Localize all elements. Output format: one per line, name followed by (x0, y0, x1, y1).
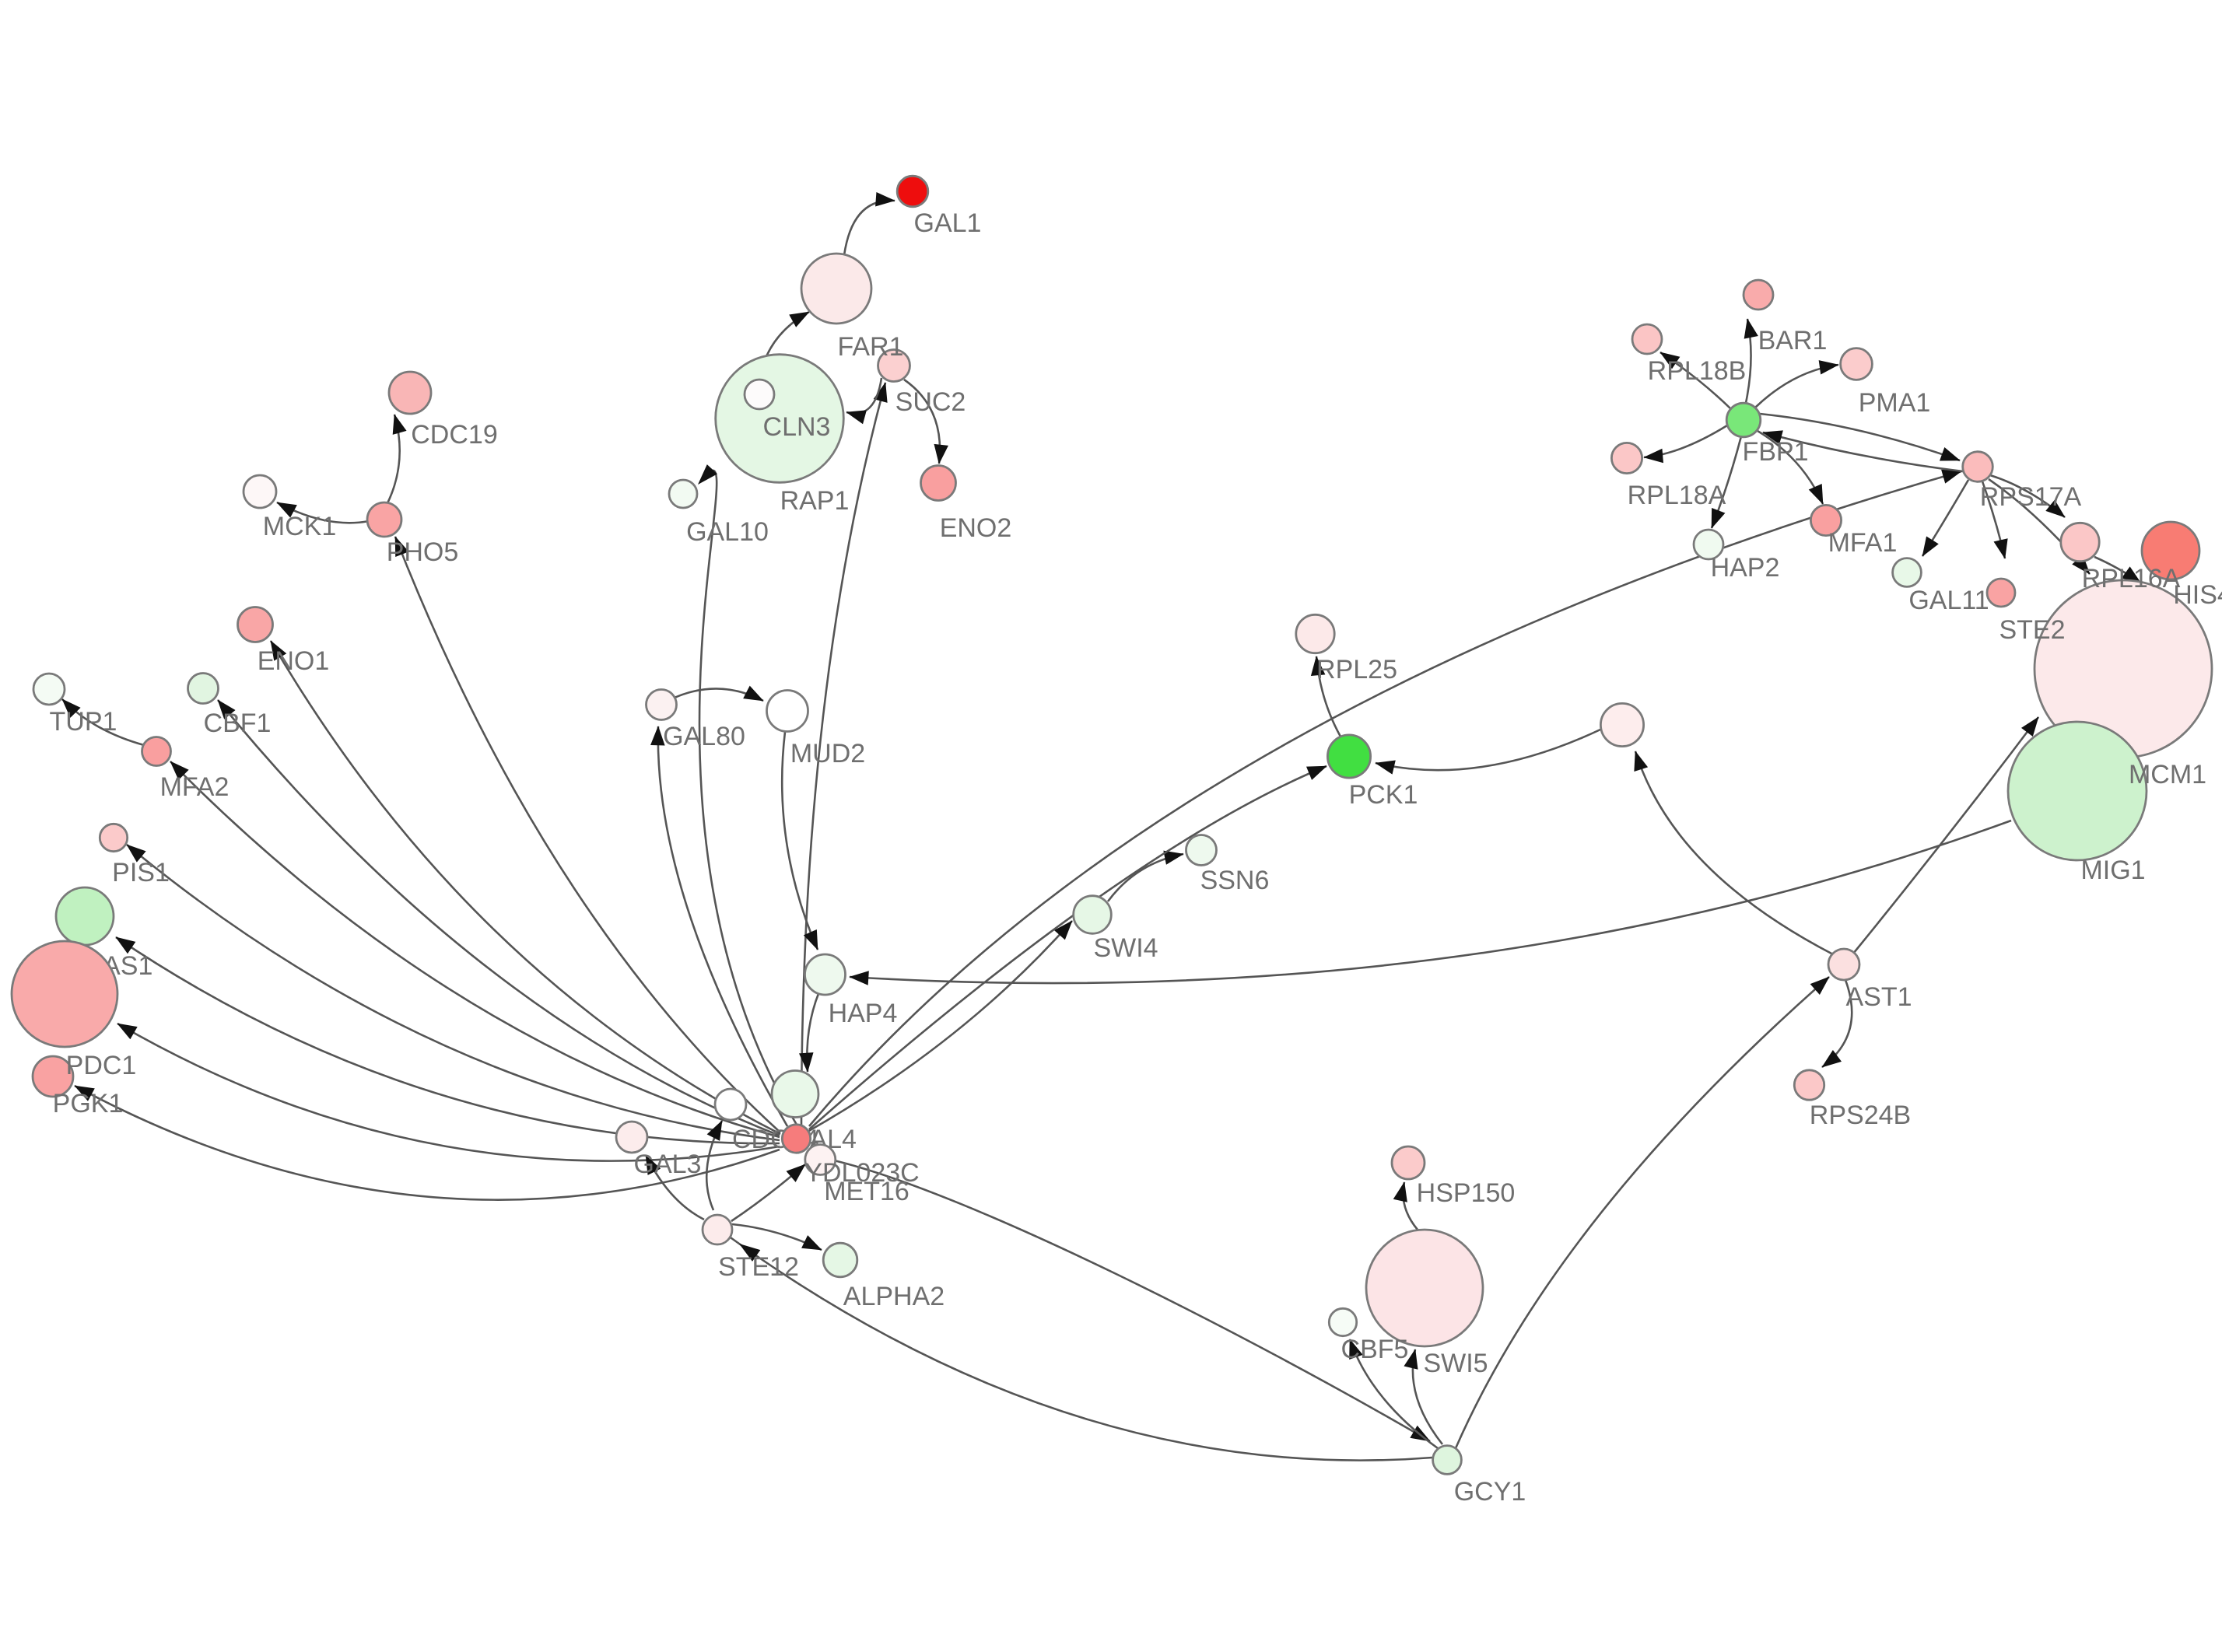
svg-text:GAL1: GAL1 (914, 208, 982, 238)
svg-text:RPL18B: RPL18B (1648, 356, 1747, 386)
svg-text:RPL25: RPL25 (1316, 655, 1397, 684)
svg-text:GAL10: GAL10 (686, 517, 769, 547)
svg-text:BAR1: BAR1 (1758, 326, 1828, 355)
svg-text:MCM1: MCM1 (2129, 760, 2206, 789)
svg-text:GAL11: GAL11 (1908, 586, 1989, 615)
svg-text:MCK1: MCK1 (263, 512, 336, 541)
svg-text:ENO2: ENO2 (940, 513, 1012, 543)
svg-text:PDC1: PDC1 (66, 1051, 137, 1080)
svg-text:PCK1: PCK1 (1349, 780, 1418, 810)
svg-text:YDL023C: YDL023C (804, 1158, 919, 1188)
svg-text:PMA1: PMA1 (1859, 388, 1931, 418)
svg-text:MFA1: MFA1 (1828, 528, 1898, 558)
svg-text:HAP2: HAP2 (1711, 553, 1780, 583)
svg-text:SWI4: SWI4 (1093, 933, 1158, 963)
svg-text:MUD2: MUD2 (790, 739, 865, 768)
svg-text:HIS4: HIS4 (2173, 580, 2222, 610)
svg-text:HSP150: HSP150 (1417, 1178, 1516, 1208)
svg-text:RPS24B: RPS24B (1810, 1101, 1911, 1130)
svg-text:GAL3: GAL3 (634, 1150, 702, 1179)
svg-text:FAR1: FAR1 (837, 332, 903, 362)
svg-text:SSN6: SSN6 (1200, 866, 1270, 895)
svg-text:AST1: AST1 (1845, 982, 1912, 1012)
svg-text:SWI5: SWI5 (1423, 1349, 1488, 1378)
svg-text:ALPHA2: ALPHA2 (843, 1282, 945, 1311)
svg-text:GCY1: GCY1 (1454, 1477, 1526, 1507)
svg-text:RPS17A: RPS17A (1980, 482, 2082, 512)
svg-text:TUP1: TUP1 (50, 707, 117, 737)
svg-text:RPL16A: RPL16A (2082, 564, 2181, 593)
svg-text:PHO5: PHO5 (387, 537, 459, 567)
svg-text:FBP1: FBP1 (1742, 437, 1808, 467)
svg-text:HAP4: HAP4 (829, 999, 898, 1028)
svg-text:CDC19: CDC19 (411, 420, 497, 450)
svg-text:STE2: STE2 (1999, 615, 2065, 645)
svg-text:ENO1: ENO1 (258, 646, 330, 676)
svg-text:CBF1: CBF1 (204, 709, 272, 738)
svg-text:CLN3: CLN3 (763, 412, 831, 442)
svg-text:RPL18A: RPL18A (1628, 481, 1726, 510)
svg-text:MFA2: MFA2 (160, 772, 230, 802)
svg-text:PGK1: PGK1 (53, 1089, 124, 1118)
svg-text:SUC2: SUC2 (895, 387, 966, 417)
svg-text:MIG1: MIG1 (2080, 856, 2145, 885)
svg-text:RAP1: RAP1 (780, 486, 850, 516)
svg-text:MET16: MET16 (824, 1177, 909, 1206)
svg-text:PIS1: PIS1 (112, 858, 170, 887)
svg-text:CBF5: CBF5 (1341, 1335, 1409, 1364)
svg-text:GAL80: GAL80 (663, 722, 745, 751)
svg-text:STE12: STE12 (718, 1252, 799, 1282)
